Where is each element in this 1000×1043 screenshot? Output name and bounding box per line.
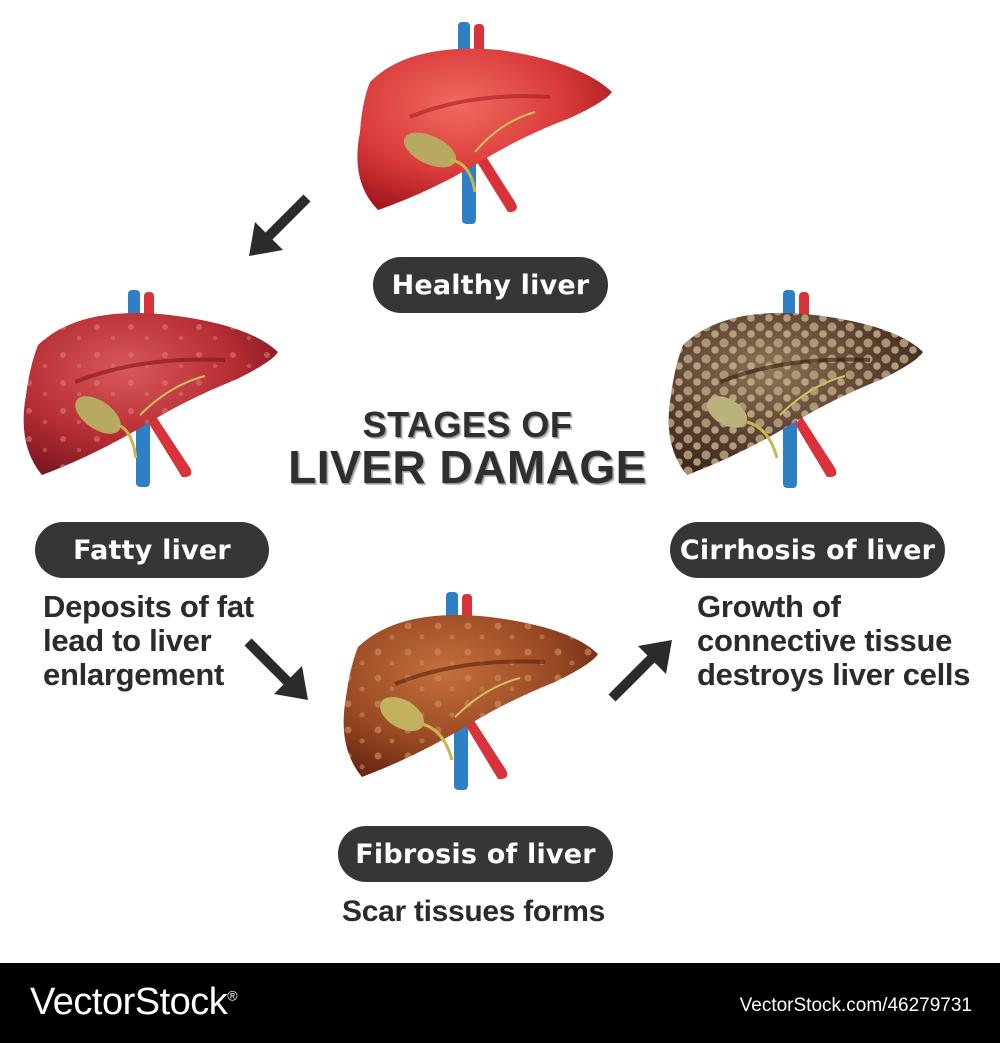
description-line: enlargement xyxy=(43,657,225,692)
description-line: lead to liver xyxy=(43,623,212,658)
description-line: destroys liver cells xyxy=(697,657,971,692)
arrow-down-right-icon xyxy=(244,638,308,700)
diagram-title-line2: LIVER DAMAGE xyxy=(288,441,647,493)
cirrhosis-liver-description: Growth of connective tissue destroys liv… xyxy=(697,590,970,692)
cirrhosis-liver-label: Cirrhosis of liver xyxy=(670,522,945,578)
description-line: connective tissue xyxy=(697,623,953,658)
watermark-footer: VectorStock® VectorStock.com/46279731 xyxy=(0,963,1000,1043)
diagram-title-line1: STAGES OF xyxy=(362,404,573,445)
fatty-liver-illustration xyxy=(23,290,279,487)
fibrosis-liver-label: Fibrosis of liver xyxy=(338,826,613,882)
description-line: Growth of xyxy=(697,589,841,624)
description-line: Scar tissues forms xyxy=(342,895,606,928)
fatty-liver-description: Deposits of fat lead to liver enlargemen… xyxy=(43,590,254,692)
cirrhosis-liver-illustration xyxy=(668,290,923,488)
healthy-liver-illustration xyxy=(357,22,612,224)
fibrosis-liver-description: Scar tissues forms xyxy=(342,895,605,929)
fatty-liver-label: Fatty liver xyxy=(35,522,269,578)
description-line: Deposits of fat xyxy=(43,589,254,624)
arrow-down-left-icon xyxy=(249,194,311,256)
vectorstock-logo: VectorStock® xyxy=(30,981,238,1023)
vectorstock-image-id: VectorStock.com/46279731 xyxy=(739,995,972,1016)
healthy-liver-label: Healthy liver xyxy=(373,257,608,313)
arrow-up-right-icon xyxy=(608,640,672,702)
fibrosis-liver-illustration xyxy=(343,592,598,790)
